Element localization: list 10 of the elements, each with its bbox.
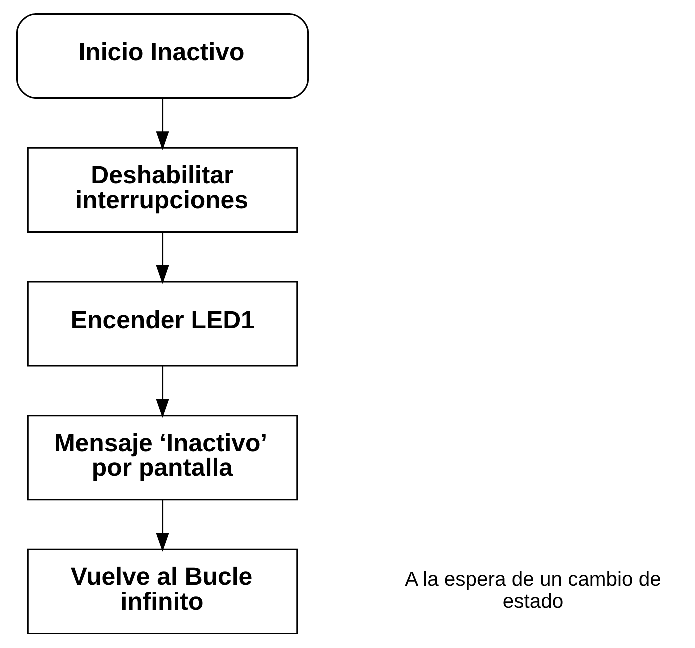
node-box: Mensaje ‘Inactivo’ por pantalla [26, 415, 298, 501]
arrow [156, 500, 169, 552]
node-box: Deshabilitar interrupciones [26, 147, 298, 233]
label: A la espera de un cambio de estado [404, 569, 661, 613]
node-box: Vuelve al Bucle infinito [26, 548, 298, 635]
node-box: Encender LED1 [26, 281, 298, 367]
arrow [156, 98, 169, 150]
arrow [156, 232, 169, 284]
node-box: Inicio Inactivo [16, 13, 309, 100]
arrow [156, 366, 169, 418]
